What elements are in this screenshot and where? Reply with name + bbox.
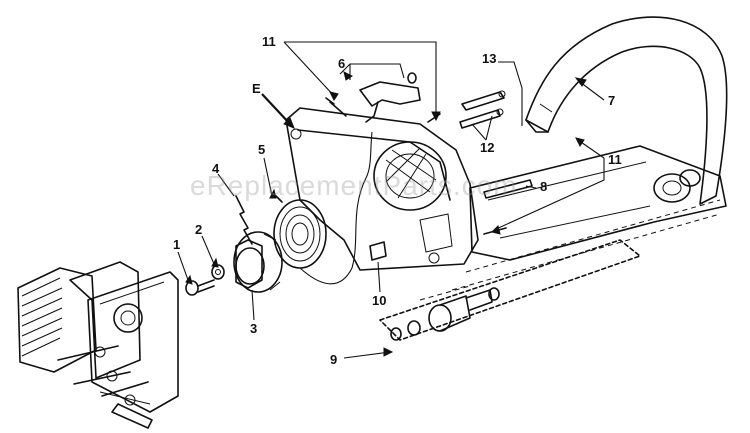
engine-cylinder (17, 261, 179, 429)
label-part-11-top: 11 (262, 34, 276, 49)
label-part-11-right: 11 (608, 152, 622, 167)
label-part-10: 10 (372, 293, 387, 308)
label-part-7: 7 (608, 93, 616, 108)
label-part-E: E (252, 81, 261, 96)
assembly-lines (419, 199, 721, 301)
fan-housing (285, 107, 479, 271)
label-part-9: 9 (330, 352, 338, 367)
label-part-12: 12 (480, 140, 495, 155)
screw-washer (185, 264, 225, 296)
pawl-spring (235, 195, 253, 245)
label-part-13: 13 (482, 51, 497, 66)
label-part-8: 8 (540, 179, 548, 194)
label-part-1: 1 (173, 237, 181, 252)
bushing-set (379, 239, 641, 341)
clamp-bolts (459, 90, 506, 129)
leader-lines (177, 41, 605, 359)
screw-11-left (325, 97, 347, 117)
rewind-spring (273, 195, 327, 269)
handle-bracket (469, 145, 727, 261)
front-handle-bar (525, 16, 728, 205)
label-part-6: 6 (338, 56, 346, 71)
starter-rope (299, 131, 373, 285)
starter-handle (359, 72, 421, 123)
label-part-2: 2 (195, 222, 203, 237)
label-part-4: 4 (212, 161, 220, 176)
nut-part-10 (369, 241, 387, 261)
label-part-3: 3 (250, 321, 258, 336)
watermark: eReplacementParts.com (190, 170, 518, 201)
label-part-5: 5 (258, 142, 266, 157)
